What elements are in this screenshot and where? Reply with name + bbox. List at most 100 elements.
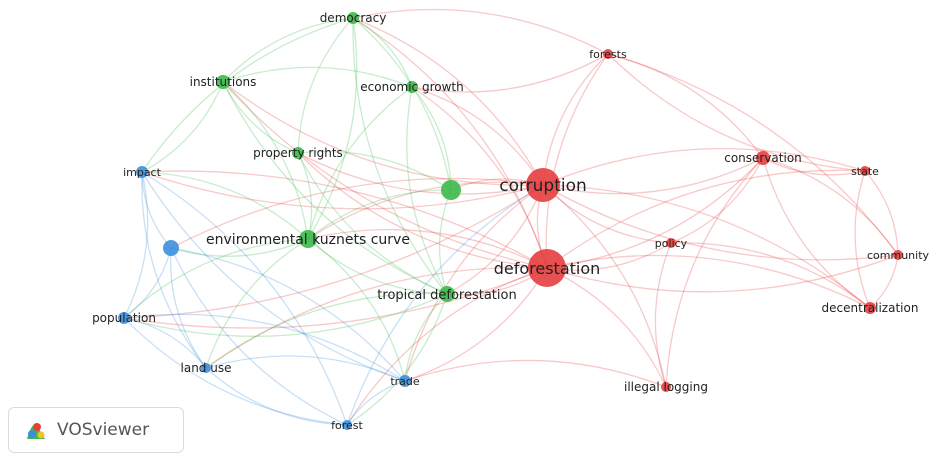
edge-conservation-community — [762, 157, 899, 256]
edge-corruption-conservation — [542, 157, 764, 195]
node-blue-unlabeled[interactable] — [163, 240, 179, 256]
edge-conservation-state — [762, 157, 866, 176]
edge-deforestation-community — [546, 254, 899, 293]
edge-economic_growth-tropical_deforestation — [406, 86, 448, 295]
edge-forests-democracy — [352, 8, 609, 55]
node-ekc[interactable] — [299, 230, 317, 248]
edge-population-land_use — [123, 317, 207, 369]
label-state: state — [851, 165, 879, 178]
edge-deforestation-state — [546, 169, 866, 269]
edge-property_rights-green_unlabeled — [297, 150, 452, 191]
node-tropical-deforestation[interactable] — [439, 286, 455, 302]
edge-property_rights-tropical_deforestation — [297, 152, 448, 295]
label-land-use: land use — [181, 361, 232, 375]
edge-institutions-economic_growth — [222, 66, 413, 88]
node-policy[interactable] — [666, 238, 676, 248]
edge-corruption-illegal_logging — [542, 184, 667, 388]
edge-democracy-ekc — [307, 17, 358, 240]
edge-trade-forest — [346, 380, 406, 426]
node-land-use[interactable] — [201, 363, 211, 373]
edge-democracy-property_rights — [297, 17, 354, 154]
edge-blue_unlabeled-population — [123, 247, 172, 319]
node-illegal-logging[interactable] — [661, 382, 671, 392]
node-democracy[interactable] — [347, 12, 359, 24]
edge-institutions-impact — [141, 81, 224, 173]
network-labels: corruption deforestation forests conservati… — [92, 11, 929, 432]
node-forests[interactable] — [603, 49, 613, 59]
edge-forest-corruption — [346, 184, 544, 426]
edge-corruption-institutions — [222, 81, 544, 186]
label-community: community — [867, 249, 930, 262]
edge-corruption-impact — [141, 171, 544, 210]
edge-deforestation-economic_growth — [411, 86, 548, 269]
label-impact: impact — [123, 166, 162, 179]
node-institutions[interactable] — [216, 75, 230, 89]
edge-corruption-population — [123, 184, 544, 319]
edge-corruption-community — [542, 184, 899, 261]
node-community[interactable] — [893, 250, 903, 260]
edge-economic_growth-ekc — [307, 86, 413, 240]
edge-state-decentralization — [854, 170, 871, 309]
edge-illegal_logging-trade — [404, 359, 667, 388]
node-economic-growth[interactable] — [406, 81, 418, 93]
badge-label: VOSviewer — [57, 420, 150, 440]
edge-impact-population — [123, 171, 149, 319]
label-deforestation: deforestation — [494, 259, 601, 278]
edge-ekc-blue_unlabeled — [170, 238, 309, 257]
label-forests: forests — [589, 48, 627, 61]
edge-democracy-tropical_deforestation — [352, 17, 448, 295]
label-ekc: environmental kuznets curve — [206, 232, 410, 248]
node-forest[interactable] — [342, 420, 352, 430]
edge-forests-economic_growth — [411, 53, 609, 93]
edge-state-community — [864, 170, 899, 256]
node-decentralization[interactable] — [864, 302, 876, 314]
edge-corruption-blue_unlabeled — [170, 177, 544, 249]
edge-ekc-trade — [307, 238, 406, 382]
edge-deforestation-forest — [346, 267, 548, 426]
label-conservation: conservation — [724, 151, 802, 165]
edge-tropical_deforestation-land_use — [205, 292, 448, 369]
vosviewer-badge[interactable]: VOSviewer — [8, 407, 184, 453]
vosviewer-logo-icon — [27, 423, 45, 439]
label-illegal-logging: illegal logging — [624, 380, 708, 394]
node-deforestation[interactable] — [528, 249, 566, 287]
edge-deforestation-illegal_logging — [546, 267, 667, 388]
edge-corruption-trade — [404, 184, 544, 382]
edge-blue_unlabeled-forest — [170, 247, 348, 426]
label-decentralization: decentralization — [822, 301, 919, 315]
label-democracy: democracy — [320, 11, 387, 25]
edge-blue_unlabeled-land_use — [169, 247, 207, 369]
node-green-unlabeled[interactable] — [441, 180, 461, 200]
edge-deforestation-democracy — [352, 17, 548, 269]
node-trade[interactable] — [399, 375, 411, 387]
edge-deforestation-institutions — [222, 81, 548, 269]
edge-corruption-tropical_deforestation — [446, 184, 544, 295]
node-state[interactable] — [860, 166, 870, 176]
node-conservation[interactable] — [756, 151, 770, 165]
node-corruption[interactable] — [526, 168, 560, 202]
label-trade: trade — [390, 375, 420, 388]
edge-population-trade — [123, 313, 406, 382]
label-forest: forest — [331, 419, 363, 432]
edge-impact-land_use — [141, 171, 207, 369]
edge-property_rights-ekc — [297, 152, 313, 240]
edge-deforestation-ekc — [307, 228, 548, 269]
edge-policy-illegal_logging — [654, 242, 672, 388]
network-edges — [123, 8, 899, 426]
label-population: population — [92, 311, 156, 325]
edge-blue_unlabeled-trade — [170, 247, 406, 382]
node-impact[interactable] — [136, 166, 148, 178]
node-property-rights[interactable] — [292, 147, 304, 159]
network-nodes — [118, 12, 903, 430]
edge-deforestation-forests — [545, 53, 609, 269]
label-corruption: corruption — [499, 176, 587, 196]
edge-tropical_deforestation-green_unlabeled — [438, 189, 452, 295]
edge-democracy-impact — [141, 17, 354, 173]
edge-conservation-policy — [670, 157, 764, 244]
node-population[interactable] — [118, 312, 130, 324]
edge-ekc-land_use — [205, 238, 309, 369]
edge-deforestation-trade — [404, 267, 548, 382]
edge-corruption-property_rights — [297, 152, 544, 195]
edge-deforestation-conservation — [546, 157, 764, 269]
